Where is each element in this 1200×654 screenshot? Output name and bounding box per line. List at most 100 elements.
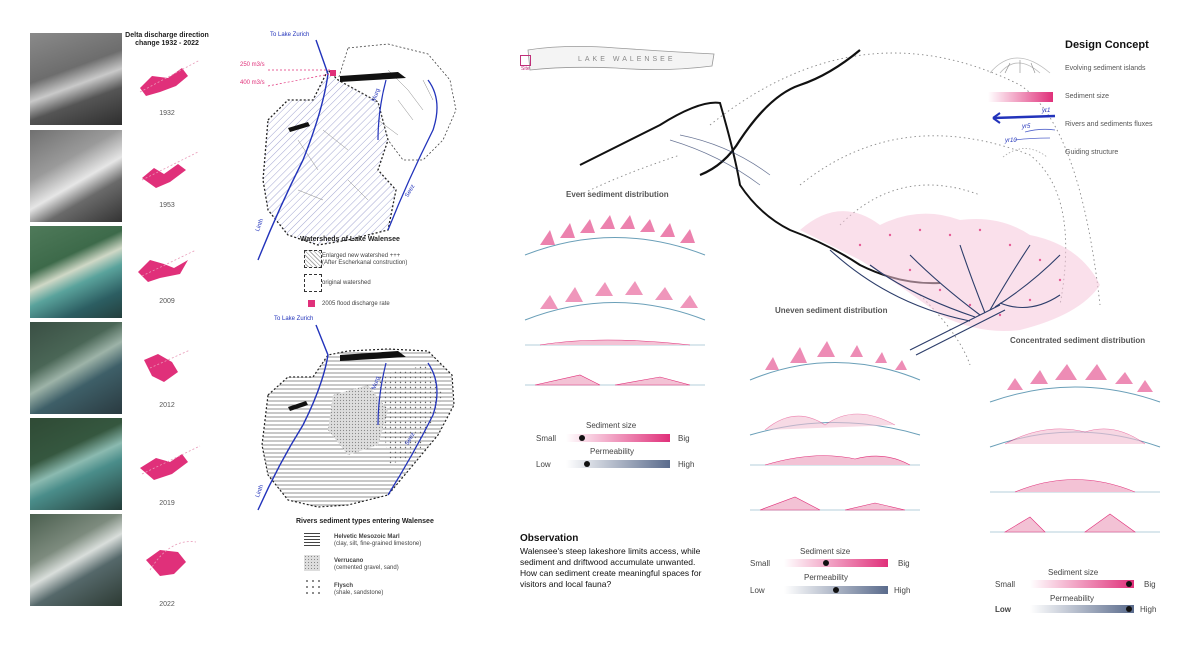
observation-text: Walensee's steep lakeshore limits access… <box>520 546 702 590</box>
design-item-fluxes: Rivers and sediments fluxes <box>1065 121 1153 128</box>
watershed-legend-original: original watershed <box>322 280 371 286</box>
design-item-evolving: Evolving sediment islands <box>1065 65 1146 72</box>
delta-title-line1: Delta discharge direction <box>125 32 209 39</box>
original-watershed-area <box>337 43 457 161</box>
even-big-label: Big <box>678 434 690 443</box>
even-distribution-title: Even sediment distribution <box>566 190 669 199</box>
scribble-yr1: yr1 <box>1042 108 1051 114</box>
design-concept-title: Design Concept <box>1065 39 1149 51</box>
concentrated-distribution-sections <box>989 364 1161 533</box>
scribble-yr5: yr5 <box>1022 124 1031 130</box>
watershed-legend-flood: 2005 flood discharge rate <box>322 301 390 307</box>
concentrated-big-label: Big <box>1144 580 1156 589</box>
sediment-legend-swatch-marl <box>304 532 320 548</box>
delta-shape-2012 <box>144 354 178 382</box>
fluxes-icon <box>992 112 1056 141</box>
year-label-1953: 1953 <box>159 202 175 209</box>
river-murg <box>377 79 387 141</box>
watershed-map <box>257 39 457 261</box>
lake-walensee-label: LAKE WALENSEE <box>578 56 676 63</box>
site-marker-icon <box>520 55 531 66</box>
aerial-photo-1953 <box>30 130 122 222</box>
sediment-legend-verrucano: Verrucano(cemented gravel, sand) <box>334 558 399 571</box>
lakeshore-plan <box>579 49 1101 365</box>
concentrated-sediment-marker <box>1125 581 1132 587</box>
even-small-label: Small <box>536 434 557 443</box>
uneven-permeability-label: Permeability <box>804 573 849 582</box>
sediment-legend-marl: Helvetic Mesozoic Marl(clay, silt, fine-… <box>334 534 422 547</box>
concentrated-permeability-bar <box>1030 605 1134 613</box>
uneven-sediment-bar <box>784 559 888 567</box>
flow-400-label: 400 m3/s <box>240 80 265 86</box>
watershed-map-title: Watersheds of Lake Walensee <box>300 236 400 243</box>
concentrated-high-label: High <box>1140 605 1157 614</box>
uneven-distribution-title: Uneven sediment distribution <box>775 306 888 315</box>
sediment-types-map <box>257 324 455 511</box>
shoreline-south <box>579 101 941 285</box>
year-label-2009: 2009 <box>159 298 175 305</box>
even-permeability-label: Permeability <box>590 447 635 456</box>
sediment-size-icon <box>988 92 1053 102</box>
uneven-sediment-size-label: Sediment size <box>800 547 851 556</box>
river-seez <box>387 79 438 231</box>
site-label: Site <box>521 66 530 72</box>
sediment-map-title: Rivers sediment types entering Walensee <box>296 518 434 525</box>
even-permeability-marker <box>583 461 590 467</box>
delta-shapes <box>138 59 201 576</box>
aerial-photo-2009 <box>30 226 122 318</box>
uneven-permeability-marker <box>833 587 839 593</box>
even-high-label: High <box>678 460 695 469</box>
shoreline-north <box>699 49 861 177</box>
watershed-legend-swatch-flood <box>308 300 315 307</box>
concentrated-sediment-bar <box>1030 580 1134 588</box>
year-label-2022: 2022 <box>159 601 175 608</box>
even-low-label: Low <box>536 460 551 469</box>
flood-discharge-marker <box>330 70 336 76</box>
design-item-guiding: Guiding structure <box>1065 149 1119 156</box>
delta-shape-1953 <box>142 164 186 188</box>
aerial-photo-2022 <box>30 514 122 606</box>
sediment-legend-flysch: Flysch(shale, sandstone) <box>334 583 384 596</box>
observation-title: Observation <box>520 533 579 544</box>
delta-title-line2: change 1932 - 2022 <box>135 40 199 48</box>
concentrated-sediment-size-label: Sediment size <box>1048 568 1099 577</box>
sediment-island-cluster <box>800 211 1100 331</box>
uneven-low-label: Low <box>750 586 765 595</box>
year-label-2019: 2019 <box>159 500 175 507</box>
aerial-photo-1932 <box>30 33 122 125</box>
concentrated-small-label: Small <box>995 580 1016 589</box>
sediment-legend-swatch-verrucano <box>304 555 320 571</box>
even-sediment-bar <box>566 434 670 442</box>
year-label-2012: 2012 <box>159 402 175 409</box>
to-lake-zurich-label: To Lake Zurich <box>270 32 310 38</box>
even-sediment-size-label: Sediment size <box>586 421 637 430</box>
uneven-sediment-marker <box>822 560 829 566</box>
river-linth <box>257 39 329 261</box>
delta-chart-title: Delta discharge direction change 1932 - … <box>122 32 212 49</box>
watershed-legend-enlarged: Enlarged new watershed +++(After Escherk… <box>322 253 408 266</box>
uneven-distribution-sections <box>749 341 921 511</box>
uneven-small-label: Small <box>750 559 771 568</box>
watershed-legend-swatch-enlarged <box>304 250 322 268</box>
uneven-big-label: Big <box>898 559 910 568</box>
concentrated-permeability-marker <box>1125 606 1132 612</box>
even-sediment-marker <box>578 435 585 441</box>
to-lake-zurich-label-2: To Lake Zurich <box>274 316 314 322</box>
year-label-1932: 1932 <box>159 110 175 117</box>
sediment-legend-swatch-flysch <box>304 578 320 594</box>
uneven-high-label: High <box>894 586 911 595</box>
aerial-photo-2012 <box>30 322 122 414</box>
lake-walensee-banner <box>527 46 715 71</box>
aerial-photo-2019 <box>30 418 122 510</box>
watershed-legend-swatch-original <box>304 274 322 292</box>
concentrated-distribution-title: Concentrated sediment distribution <box>1010 336 1146 345</box>
scribble-yr10: yr10 <box>1005 138 1017 144</box>
even-distribution-sections <box>524 215 706 386</box>
guiding-structure-icon <box>1002 148 1048 158</box>
flow-250-label: 250 m3/s <box>240 62 265 68</box>
lake-walensee-shape <box>340 72 406 82</box>
enlarged-watershed-area <box>262 68 397 246</box>
evolving-islands-icon <box>989 57 1051 74</box>
concentrated-permeability-label: Permeability <box>1050 594 1095 603</box>
concentrated-low-label: Low <box>995 605 1011 614</box>
